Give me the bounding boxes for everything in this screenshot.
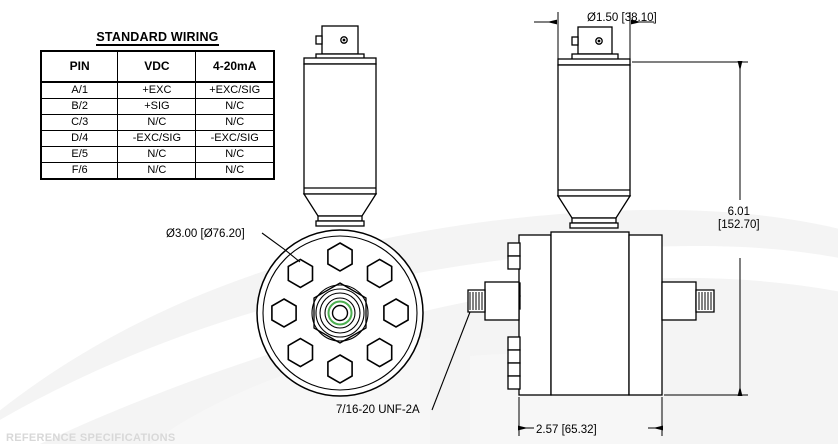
dimension-overall-width [518,397,663,436]
column-header-pin: PIN [40,50,119,83]
flange-bottom-view [256,229,424,397]
cell-pin: B/2 [40,98,119,115]
cell-420ma: N/C [195,162,275,180]
annotation-overall-height: 6.01 [152.70] [718,206,760,232]
cell-420ma: N/C [195,146,275,163]
cell-pin: E/5 [40,146,119,163]
sensor-body-block [518,231,663,396]
standard-wiring-block: STANDARD WIRING PIN VDC 4-20mA A/1 +EXC … [40,30,275,180]
column-header-420ma: 4-20mA [195,50,275,83]
annotation-flange-diameter: Ø3.00 [Ø76.20] [166,228,245,240]
leader-flange-diameter [261,232,301,263]
cell-vdc: +SIG [117,98,197,115]
cylinder-housing [302,57,378,227]
height-inches: 6.01 [727,206,750,218]
annotation-thread-spec: 7/16-20 UNF-2A [336,404,420,416]
pressure-port-left [467,281,520,321]
cell-vdc: N/C [117,114,197,131]
footer-reference-specifications: REFERENCE SPECIFICATIONS [6,432,176,444]
height-millimeters: [152.70] [718,219,760,231]
table-row: C/3 N/C N/C [40,114,275,131]
table-header-row: PIN VDC 4-20mA [40,50,275,83]
annotation-overall-width: 2.57 [65.32] [536,424,597,436]
table-row: F/6 N/C N/C [40,162,275,180]
table-row: E/5 N/C N/C [40,146,275,163]
wiring-table: PIN VDC 4-20mA A/1 +EXC +EXC/SIG B/2 +SI… [40,50,275,180]
leader-thread-spec [431,311,471,411]
cylinder-housing-side [556,58,632,229]
annotation-top-diameter: Ø1.50 [38.10] [587,12,657,24]
cell-420ma: -EXC/SIG [195,130,275,147]
column-header-vdc: VDC [117,50,197,83]
cell-420ma: N/C [195,114,275,131]
thread-hatch-right [698,292,712,310]
oring-indicator [327,300,353,326]
dimension-overall-height [632,61,748,396]
wiring-table-title: STANDARD WIRING [96,30,219,46]
table-row: B/2 +SIG N/C [40,98,275,115]
side-view-transducer [467,26,715,396]
thread-hatch-left [469,292,483,310]
electrical-connector [315,25,365,61]
dimension-top-diameter [534,12,654,62]
cell-pin: F/6 [40,162,119,180]
electrical-connector-side [571,26,619,61]
cell-vdc: N/C [117,146,197,163]
center-port [311,282,369,344]
pressure-port-right [661,281,715,321]
front-view-transducer [302,25,378,227]
